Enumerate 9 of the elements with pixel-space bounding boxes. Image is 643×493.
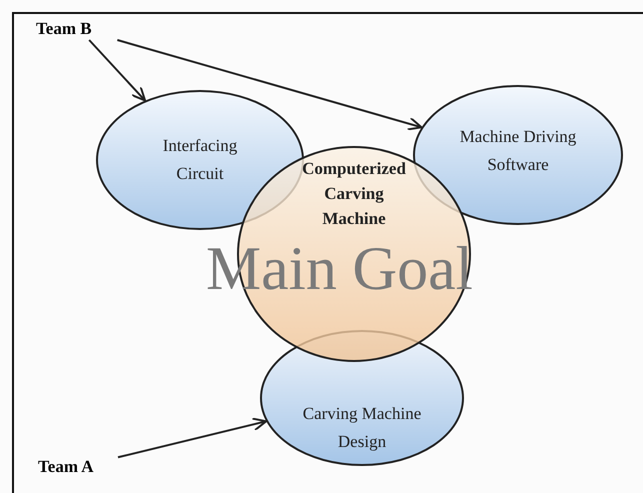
- arrow: [118, 418, 268, 458]
- node-text: Carving Machine Design: [302, 403, 422, 453]
- node-text: Computerized Carving Machine: [302, 158, 406, 230]
- node-text: Interfacing Circuit: [162, 135, 238, 185]
- node-text: Machine Driving Software: [458, 126, 578, 176]
- arrow: [88, 39, 146, 102]
- arrow: [117, 39, 423, 130]
- team-label: Team A: [38, 456, 94, 478]
- team-label: Team B: [36, 18, 92, 40]
